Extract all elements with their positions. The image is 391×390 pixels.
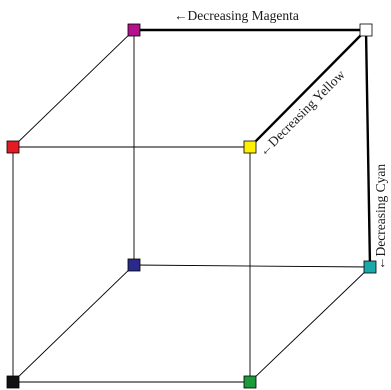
label-decreasing-yellow: ←Decreasing Yellow	[256, 67, 348, 159]
edge-green-cyan	[249, 266, 371, 383]
edge-blue-black	[12, 264, 135, 383]
vertex-red	[6, 140, 20, 154]
cube-vertices	[6, 23, 377, 389]
vertex-white	[359, 23, 373, 37]
cube-edges	[12, 29, 371, 383]
label-decreasing-cyan: ←Decreasing Cyan	[373, 164, 388, 270]
vertex-magenta	[127, 23, 141, 37]
vertex-green	[243, 375, 257, 389]
edge-magenta-red	[12, 29, 135, 148]
vertex-yellow	[243, 140, 257, 154]
label-decreasing-magenta: ←Decreasing Magenta	[174, 8, 299, 23]
edge-white-yellow	[249, 29, 367, 148]
edge-white-cyan	[364, 29, 372, 268]
vertex-black	[6, 375, 20, 389]
edge-blue-cyan	[133, 264, 371, 268]
vertex-blue	[127, 258, 141, 272]
vertex-cyan	[363, 260, 377, 274]
decreasing-edges	[134, 28, 372, 268]
